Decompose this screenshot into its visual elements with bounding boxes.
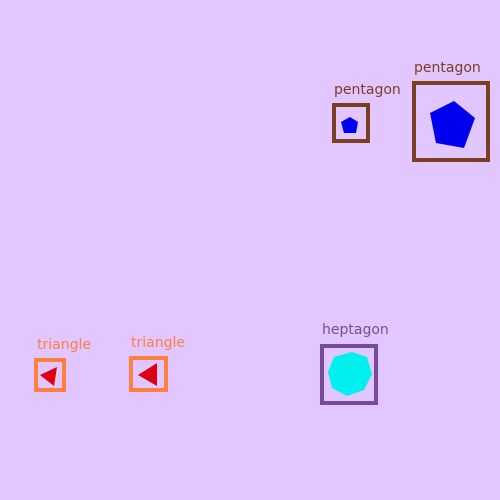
triangle-right-shape (138, 363, 157, 386)
label-triangle-left: triangle (37, 337, 91, 353)
label-triangle-right: triangle (131, 335, 185, 351)
label-heptagon: heptagon (322, 322, 389, 338)
bounding-box-pentagon-small (332, 103, 370, 143)
bounding-box-triangle-left (34, 358, 66, 392)
pentagon-small-shape (341, 117, 358, 133)
object-triangle-right: triangle (129, 335, 185, 392)
object-pentagon-small: pentagon (332, 82, 401, 143)
triangle-left-shape (40, 367, 57, 386)
bounding-box-triangle-right (129, 356, 168, 392)
pentagon-large-shape (430, 101, 475, 148)
heptagon-shape (328, 352, 372, 396)
label-pentagon-small: pentagon (334, 82, 401, 98)
object-pentagon-large: pentagon (412, 60, 490, 162)
label-pentagon-large: pentagon (414, 60, 481, 76)
bounding-box-pentagon-large (412, 81, 490, 162)
object-heptagon: heptagon (320, 322, 389, 405)
bounding-box-heptagon (320, 344, 378, 405)
object-triangle-left: triangle (34, 337, 91, 392)
